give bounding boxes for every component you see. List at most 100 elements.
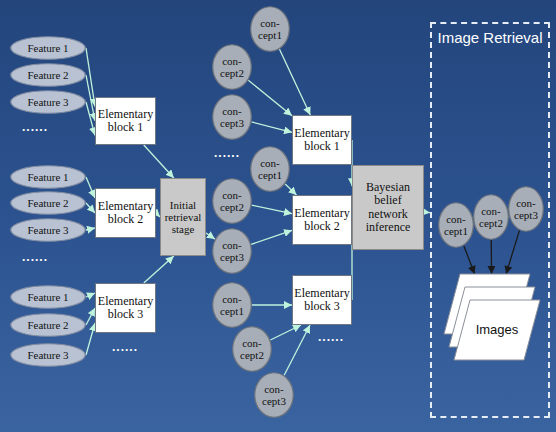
node-label: Images [476, 323, 519, 337]
ellipse-shape [11, 166, 86, 189]
feature-ellipse: Feature 3 [10, 90, 86, 114]
ellipse-shape [213, 45, 252, 90]
node-label: Elementary block 2 [98, 200, 153, 226]
image-page [454, 300, 540, 360]
concept-circle: con- cept3 [254, 372, 294, 418]
image-stack: Images [444, 274, 540, 366]
ellipse-shape [11, 91, 86, 114]
flow-arrow [279, 49, 310, 115]
region-title: Image Retrieval [437, 30, 542, 47]
node-label: Elementary block 3 [98, 295, 153, 321]
node-label: Feature 3 [27, 224, 68, 236]
concept-circle: con- cept1 [212, 282, 252, 328]
node-label: con- cept3 [212, 239, 252, 263]
flow-arrow [464, 246, 475, 274]
flow-arrow [86, 228, 95, 230]
ellipsis-note: ...... [318, 330, 344, 344]
node-label: Feature 3 [27, 349, 68, 361]
ellipse-shape [11, 192, 86, 215]
elementary-block: Elementary block 3 [292, 275, 352, 325]
concept-circle: con- cept1 [438, 202, 474, 248]
feature-ellipse: Feature 1 [10, 36, 86, 60]
concept-circle: con- cept1 [250, 6, 290, 52]
flow-arrow [144, 145, 174, 178]
node-label: con- cept1 [250, 157, 290, 181]
ellipse-shape [11, 37, 86, 60]
ellipsis-note: ...... [112, 340, 138, 354]
node-label: con- cept1 [438, 213, 474, 237]
ellipse-shape [11, 344, 86, 367]
node-label: con- cept2 [212, 55, 252, 79]
ellipse-shape [213, 179, 252, 224]
node-label: Elementary block 1 [294, 127, 349, 153]
node-label: Feature 2 [27, 319, 68, 331]
node-label: Elementary block 1 [98, 108, 153, 134]
ellipse-shape [509, 187, 544, 232]
ellipsis-note: ...... [22, 120, 48, 134]
node-label: Feature 3 [27, 96, 68, 108]
ellipse-shape [11, 286, 86, 309]
concept-circle: con- cept2 [232, 326, 272, 372]
flow-arrow [86, 203, 95, 213]
flow-arrow [270, 325, 301, 340]
elementary-block: Elementary block 2 [292, 195, 352, 245]
elementary-block: Elementary block 1 [292, 115, 352, 165]
concept-circle: con- cept2 [473, 194, 509, 240]
feature-ellipse: Feature 2 [10, 313, 86, 337]
ellipse-shape [11, 64, 86, 87]
ellipse-shape [255, 373, 294, 418]
ellipse-shape [439, 203, 474, 248]
feature-ellipse: Feature 1 [10, 165, 86, 189]
elementary-block: Elementary block 1 [95, 97, 156, 145]
feature-ellipse: Feature 2 [10, 63, 86, 87]
node-label: con- cept1 [250, 17, 290, 41]
ellipse-shape [213, 283, 252, 328]
concept-circle: con- cept1 [250, 146, 290, 192]
ellipse-shape [213, 95, 252, 140]
flow-arrow [144, 256, 174, 283]
flow-arrow [491, 240, 493, 274]
flow-arrow [86, 75, 95, 121]
flow-arrow [86, 177, 95, 198]
ellipse-shape [233, 327, 272, 372]
flow-arrow [248, 80, 292, 115]
feature-ellipse: Feature 2 [10, 191, 86, 215]
flow-arrow [86, 323, 95, 355]
node-label: con- cept2 [232, 337, 272, 361]
node-label: Elementary block 3 [294, 287, 349, 313]
concept-circle: con- cept3 [212, 228, 252, 274]
flow-arrow [252, 304, 292, 305]
flow-arrow [86, 293, 95, 297]
ellipse-shape [251, 7, 290, 52]
node-label: con- cept3 [212, 105, 252, 129]
node-label: Feature 1 [27, 42, 68, 54]
node-label: con- cept2 [473, 205, 509, 229]
flow-arrow [86, 308, 95, 325]
flow-arrow [285, 184, 296, 195]
node-label: Bayesian belief network inference [355, 181, 421, 234]
ellipse-shape [251, 147, 290, 192]
node-label: con- cept3 [254, 383, 294, 407]
node-label: Initial retrieval stage [163, 199, 203, 235]
node-label: Feature 1 [27, 171, 68, 183]
node-label: con- cept1 [212, 293, 252, 317]
flow-arrow [206, 233, 215, 239]
feature-ellipse: Feature 1 [10, 285, 86, 309]
flow-arrow [86, 102, 95, 135]
ellipsis-note: ...... [22, 250, 48, 264]
concept-circle: con- cept3 [508, 186, 544, 232]
flow-arrow [506, 230, 519, 274]
flow-arrow [252, 205, 292, 214]
concept-circle: con- cept2 [212, 178, 252, 224]
node-label: Feature 1 [27, 291, 68, 303]
concept-circle: con- cept3 [212, 94, 252, 140]
flow-arrow [252, 122, 292, 132]
flow-arrow [284, 325, 310, 375]
stage-box: Bayesian belief network inference [352, 165, 424, 250]
node-label: Feature 2 [27, 69, 68, 81]
ellipse-shape [11, 314, 86, 337]
retrieval-region: con- cept1con- cept2con- cept3Images Imag… [430, 22, 550, 418]
node-label: Feature 2 [27, 197, 68, 209]
